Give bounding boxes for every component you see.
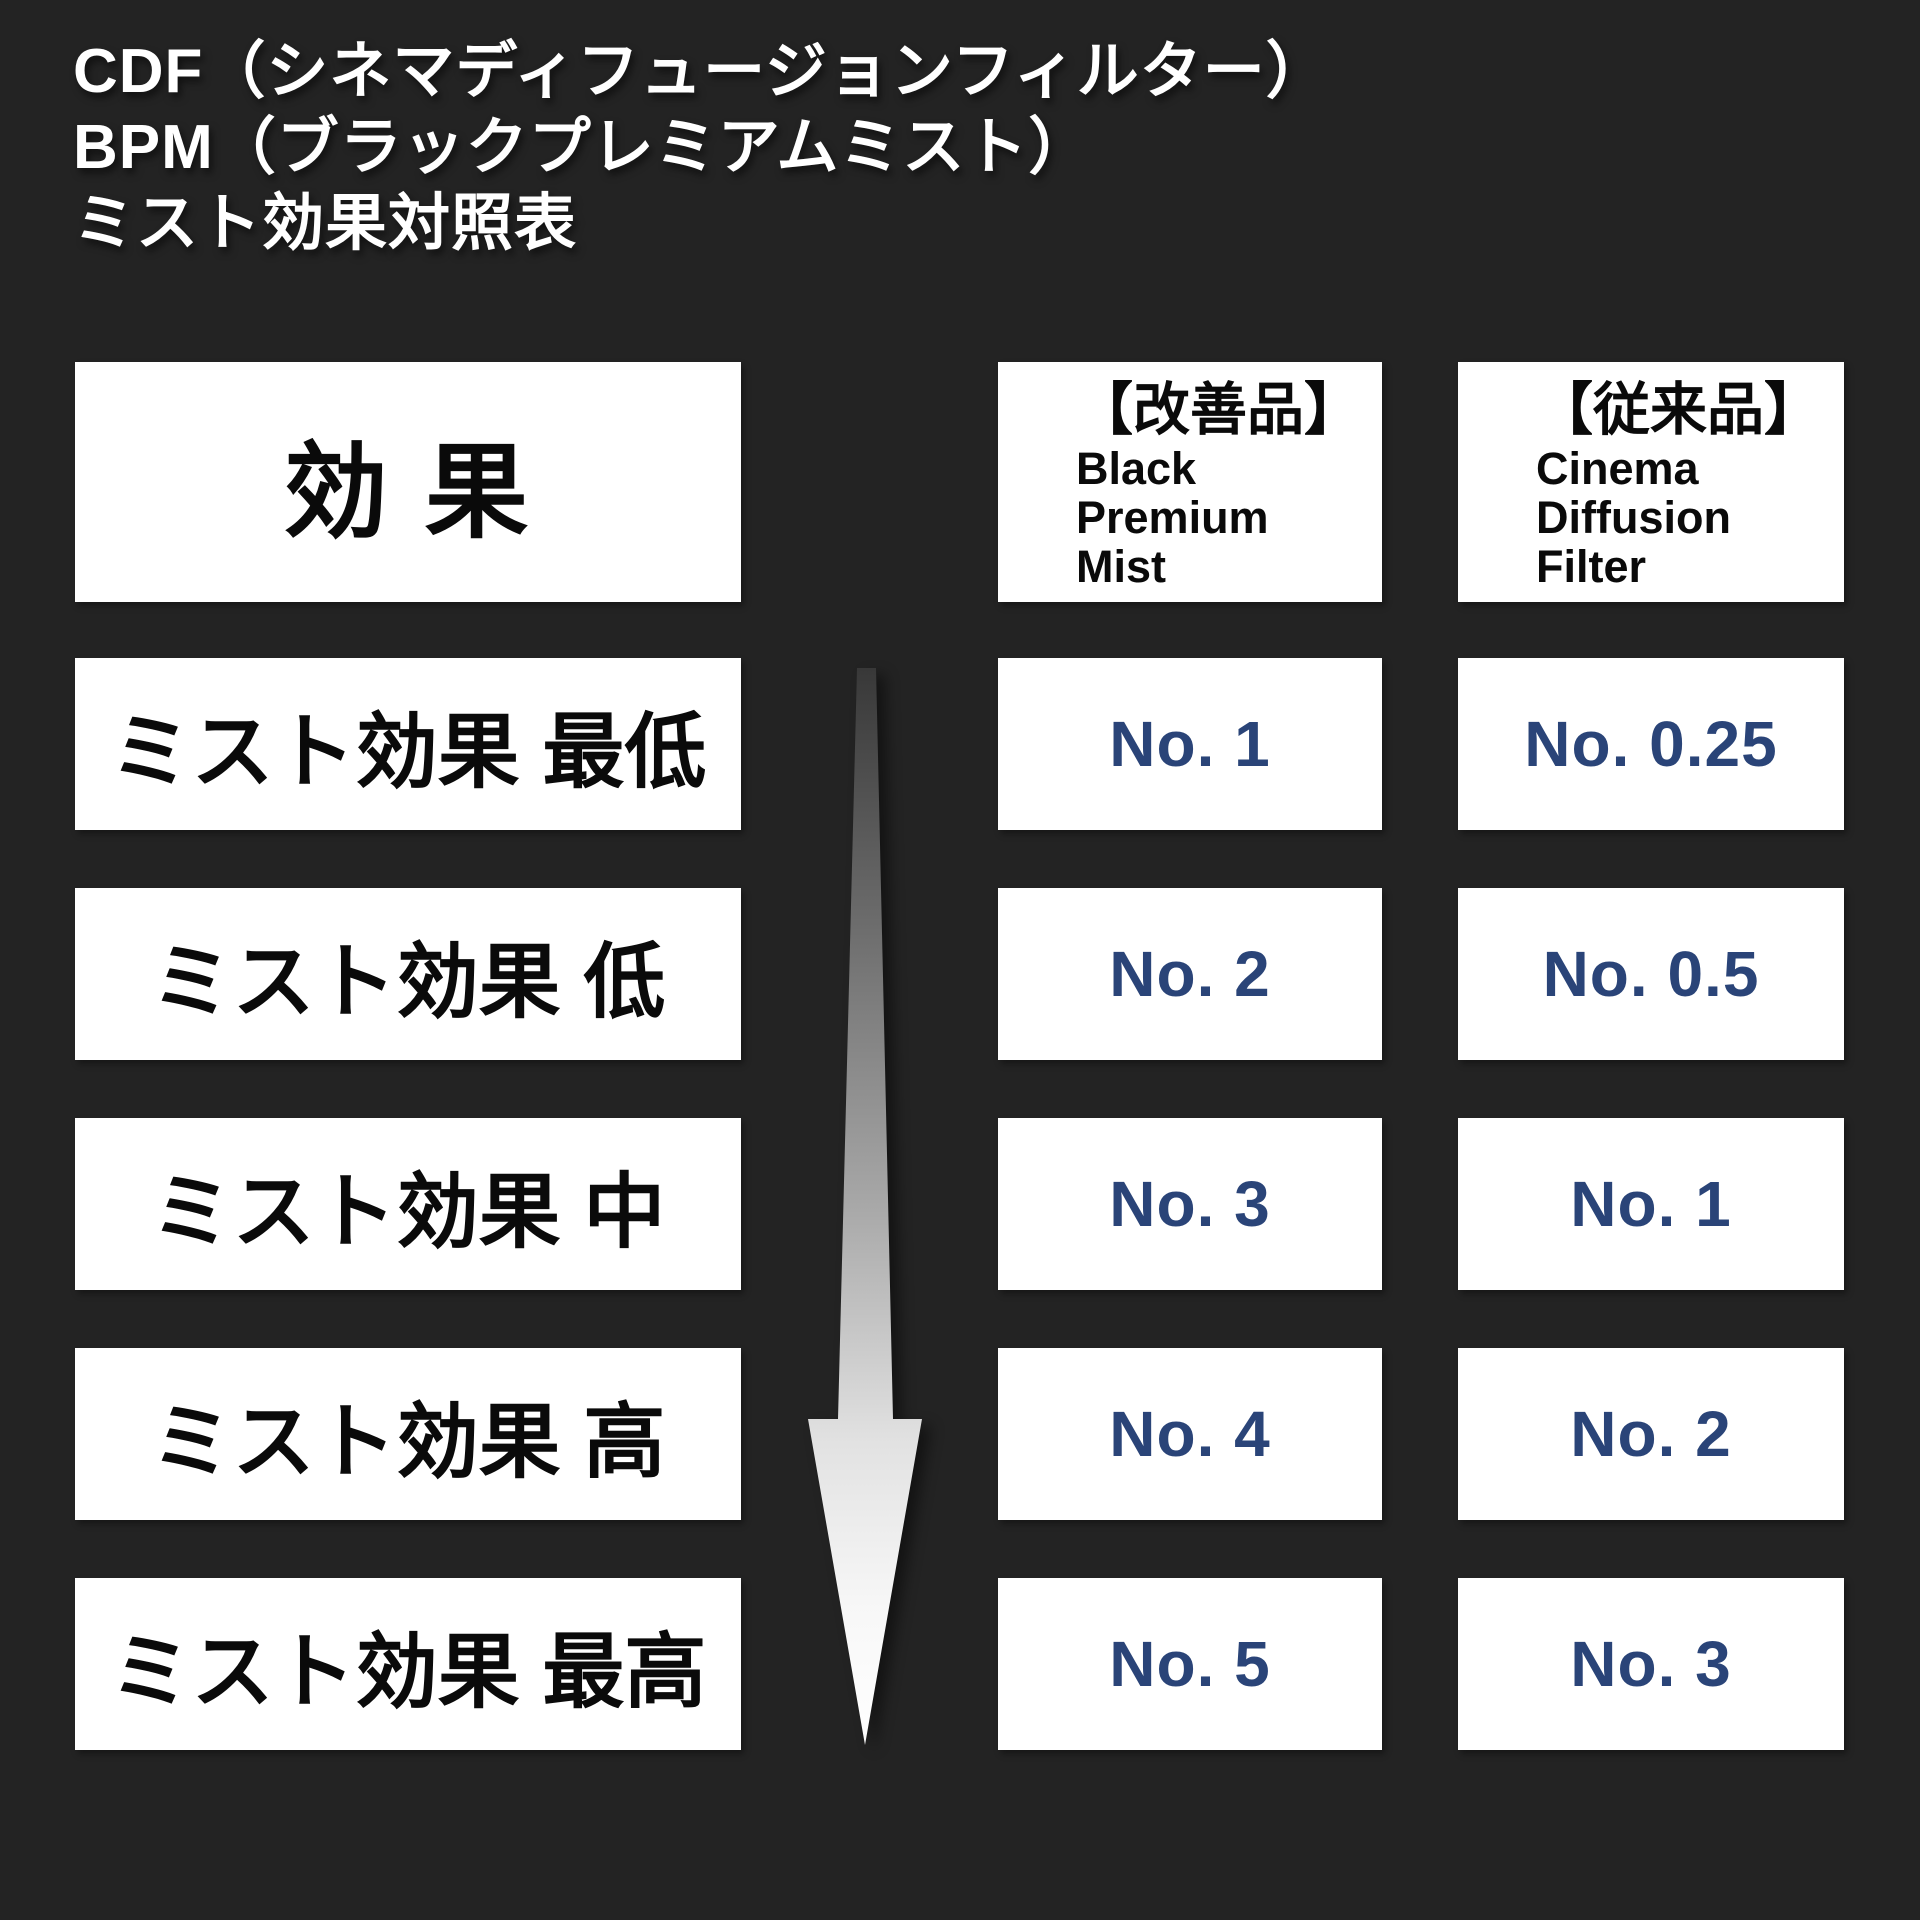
row-3-bpm-value: No. 3 — [998, 1118, 1382, 1290]
title-line-cdf: CDF（シネマディフュージョンフィルター） — [73, 37, 1329, 106]
row-5-bpm-value: No. 5 — [998, 1578, 1382, 1750]
row-5-effect-label: ミスト効果 最高 — [75, 1578, 741, 1750]
cdf-conventional-tag: 【従来品】 — [1536, 378, 1821, 442]
cdf-name-line-1: Cinema — [1536, 443, 1699, 494]
row-4-bpm-value: No. 4 — [998, 1348, 1382, 1520]
row-1-effect-label: ミスト効果 最低 — [75, 658, 741, 830]
bpm-name-line-3: Mist — [1076, 541, 1166, 592]
row-3-cdf-value: No. 1 — [1458, 1118, 1844, 1290]
page-title: CDF（シネマディフュージョンフィルター） BPM（ブラックプレミアムミスト） … — [73, 34, 1329, 262]
row-2-effect-label: ミスト効果 低 — [75, 888, 741, 1060]
row-4-effect-label: ミスト効果 高 — [75, 1348, 741, 1520]
row-2-bpm-value: No. 2 — [998, 888, 1382, 1060]
row-1-cdf-value: No. 0.25 — [1458, 658, 1844, 830]
cdf-name-line-3: Filter — [1536, 541, 1647, 592]
row-5-cdf-value: No. 3 — [1458, 1578, 1844, 1750]
bpm-name-line-1: Black — [1076, 443, 1197, 494]
row-1-bpm-value: No. 1 — [998, 658, 1382, 830]
cdf-column-header-cell: 【従来品】 Cinema Diffusion Filter — [1458, 362, 1844, 602]
title-line-table: ミスト効果対照表 — [73, 189, 578, 258]
row-3-effect-label: ミスト効果 中 — [75, 1118, 741, 1290]
row-4-cdf-value: No. 2 — [1458, 1348, 1844, 1520]
title-line-bpm: BPM（ブラックプレミアムミスト） — [73, 113, 1092, 182]
bpm-column-header-cell: 【改善品】 Black Premium Mist — [998, 362, 1382, 602]
bpm-improved-tag: 【改善品】 — [1076, 378, 1361, 442]
effect-header-cell: 効 果 — [75, 362, 741, 602]
bpm-name-line-2: Premium — [1076, 492, 1269, 543]
cdf-name-line-2: Diffusion — [1536, 492, 1731, 543]
row-2-cdf-value: No. 0.5 — [1458, 888, 1844, 1060]
